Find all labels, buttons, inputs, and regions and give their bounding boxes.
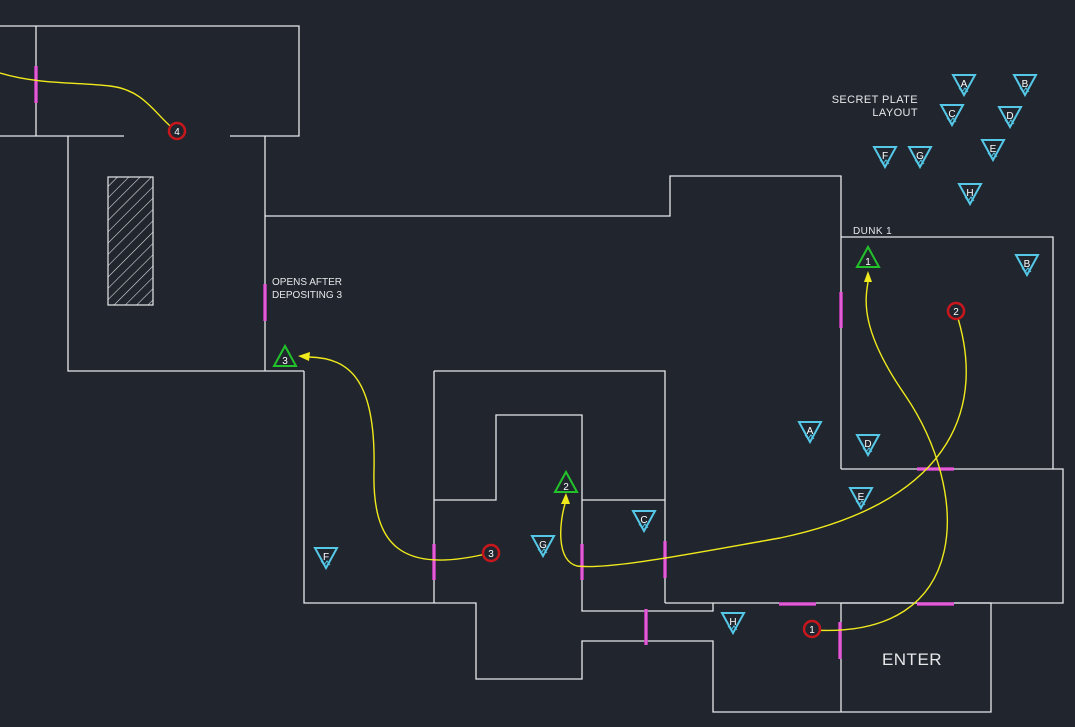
legend-plate-d-icon: D xyxy=(997,106,1023,130)
deposit-3-label: 3 xyxy=(282,356,288,367)
legend-title-line2: LAYOUT xyxy=(872,107,918,119)
plate-b-icon: B xyxy=(1014,254,1040,278)
step-4-marker: 4 xyxy=(167,121,187,141)
legend-plate-g-label: G xyxy=(916,151,924,162)
deposit-1-label: 1 xyxy=(865,257,871,268)
opens-after-line2: DEPOSITING 3 xyxy=(272,290,342,301)
route-3-to-deposit-3 xyxy=(308,356,491,561)
deposit-1-icon: 1 xyxy=(855,244,881,268)
step-2-label: 2 xyxy=(953,307,959,318)
legend-plate-d-label: D xyxy=(1006,111,1013,122)
plate-f-icon: F xyxy=(313,547,339,571)
plate-f-label: F xyxy=(323,552,329,563)
legend-plate-e-label: E xyxy=(990,144,997,155)
step-markers: 1 2 3 4 xyxy=(167,121,966,639)
step-2-marker: 2 xyxy=(946,301,966,321)
plate-h-icon: H xyxy=(720,612,746,636)
route-1-arrow xyxy=(864,271,872,282)
legend-plate-h-label: H xyxy=(966,188,973,199)
plate-a-icon: A xyxy=(797,421,823,445)
route-4-exit xyxy=(0,72,177,132)
doors xyxy=(34,66,954,659)
map-plates: A B C D E F G xyxy=(313,254,1040,636)
legend-plate-f-label: F xyxy=(882,151,888,162)
enter-label: ENTER xyxy=(882,650,942,669)
step-3-marker: 3 xyxy=(481,543,501,563)
wall-enter-room xyxy=(841,602,992,713)
wall-left-column-room xyxy=(67,136,304,372)
legend-plate-c-icon: C xyxy=(939,104,965,128)
plate-g-icon: G xyxy=(530,535,556,559)
secret-plate-legend: SECRET PLATE LAYOUT A B C D E xyxy=(832,74,1038,207)
plate-c-label: C xyxy=(640,515,647,526)
legend-plate-g-icon: G xyxy=(907,146,933,170)
legend-plate-b-icon: B xyxy=(1012,74,1038,98)
legend-plate-a-label: A xyxy=(961,79,968,90)
step-4-label: 4 xyxy=(174,127,180,138)
deposit-markers: 1 2 3 xyxy=(272,244,881,493)
deposit-3-icon: 3 xyxy=(272,343,298,367)
route-3-arrow xyxy=(298,352,310,361)
legend-plate-f-icon: F xyxy=(872,146,898,170)
step-1-marker: 1 xyxy=(802,619,822,639)
plate-h-label: H xyxy=(729,617,736,628)
plate-e-icon: E xyxy=(848,487,874,511)
plate-g-label: G xyxy=(539,540,547,551)
plate-d-label: D xyxy=(864,439,871,450)
legend-plate-c-label: C xyxy=(948,109,955,120)
legend-plate-a-icon: A xyxy=(951,74,977,98)
legend-plate-b-label: B xyxy=(1022,79,1029,90)
legend-plate-e-icon: E xyxy=(980,139,1006,163)
plate-e-label: E xyxy=(858,492,865,503)
step-3-label: 3 xyxy=(488,549,494,560)
route-2-arrow xyxy=(561,493,570,504)
plate-c-icon: C xyxy=(631,510,657,534)
walls xyxy=(0,25,1064,713)
route-2-to-deposit-2 xyxy=(560,311,967,568)
route-1-to-deposit-1 xyxy=(811,281,948,632)
hatched-block xyxy=(107,176,154,306)
dunk-label: DUNK 1 xyxy=(853,226,892,237)
plate-d-icon: D xyxy=(855,434,881,458)
deposit-2-icon: 2 xyxy=(553,469,579,493)
plate-a-label: A xyxy=(807,426,814,437)
plate-b-label: B xyxy=(1024,259,1031,270)
legend-title-line1: SECRET PLATE xyxy=(832,94,918,106)
step-1-label: 1 xyxy=(809,625,815,636)
routes xyxy=(0,72,967,632)
wall-center-building xyxy=(433,370,714,612)
deposit-2-label: 2 xyxy=(563,482,569,493)
wall-hall-top xyxy=(265,175,842,469)
opens-after-line1: OPENS AFTER xyxy=(272,277,342,288)
legend-plate-h-icon: H xyxy=(957,183,983,207)
